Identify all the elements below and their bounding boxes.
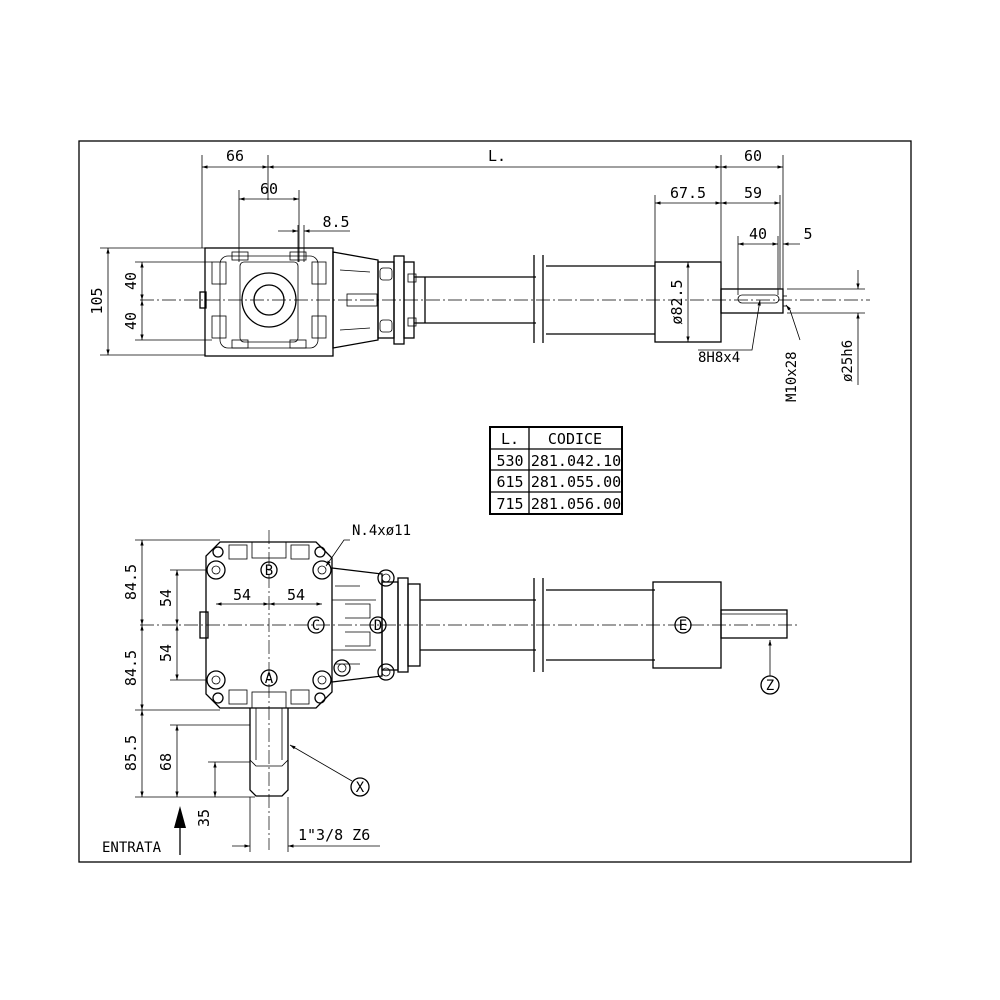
table-cell: 281.056.00 <box>531 495 621 513</box>
table-cell: 530 <box>496 452 523 470</box>
label-z: Z <box>766 678 774 694</box>
dim-68: 68 <box>157 753 175 771</box>
label-d: D <box>374 618 382 634</box>
entrata-label: ENTRATA <box>102 840 162 856</box>
dim-67-5: 67.5 <box>670 184 706 202</box>
dim-5: 5 <box>803 225 812 243</box>
table-header-l: L. <box>501 430 519 448</box>
dim-82-5: ø82.5 <box>668 279 686 324</box>
dim-40-a: 40 <box>122 272 140 290</box>
dim-L: L. <box>488 147 506 165</box>
table-cell: 715 <box>496 495 523 513</box>
dim-25h6: ø25h6 <box>840 340 856 382</box>
dim-40-b: 40 <box>122 312 140 330</box>
table-cell: 281.042.10 <box>531 452 621 470</box>
table-cell: 281.055.00 <box>531 473 621 491</box>
dim-8-5: 8.5 <box>322 213 349 231</box>
top-view: 66 L. 60 60 8.5 67.5 59 40 5 105 <box>88 147 870 402</box>
dim-84-5-b: 84.5 <box>122 650 140 686</box>
label-b: B <box>265 563 273 579</box>
dim-54-h2: 54 <box>287 586 305 604</box>
dim-54-h1: 54 <box>233 586 251 604</box>
dim-85-5: 85.5 <box>122 735 140 771</box>
table-cell: 615 <box>496 473 523 491</box>
dim-spline: 1"3/8 Z6 <box>298 826 370 844</box>
dim-54-v1: 54 <box>157 589 175 607</box>
dim-40-right: 40 <box>749 225 767 243</box>
label-a: A <box>265 671 274 687</box>
dim-m10x28: M10x28 <box>784 351 800 402</box>
label-x: X <box>356 780 365 796</box>
dim-35: 35 <box>195 809 213 827</box>
dim-54-v2: 54 <box>157 644 175 662</box>
dim-66: 66 <box>226 147 244 165</box>
note-holes: N.4xø11 <box>352 523 411 539</box>
dim-60-right: 60 <box>744 147 762 165</box>
drawing-frame <box>78 140 912 863</box>
bottom-view: B A C D E X Z N.4xø11 84.5 84.5 54 54 <box>102 523 800 856</box>
label-e: E <box>679 618 687 634</box>
dim-8h8x4: 8H8x4 <box>698 350 740 366</box>
dim-105: 105 <box>88 287 106 314</box>
dim-59: 59 <box>744 184 762 202</box>
dim-60-top: 60 <box>260 180 278 198</box>
label-c: C <box>312 618 320 634</box>
table-header-codice: CODICE <box>548 430 602 448</box>
dim-84-5-a: 84.5 <box>122 564 140 600</box>
code-table: L. CODICE 530 281.042.10 615 281.055.00 … <box>489 426 623 515</box>
